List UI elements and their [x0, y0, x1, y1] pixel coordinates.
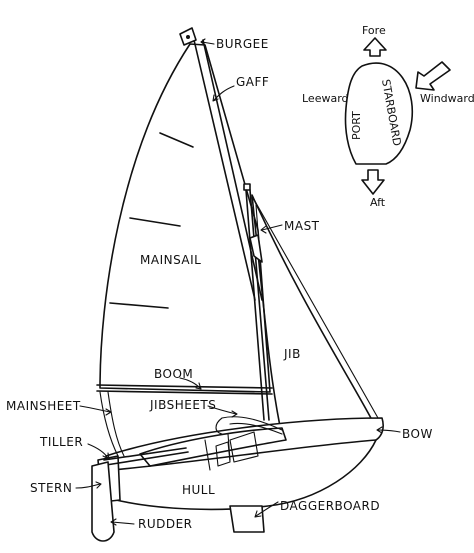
- label-burgee: BURGEE: [216, 37, 269, 51]
- label-mast: MAST: [284, 219, 320, 233]
- gaff-spar: [193, 39, 263, 301]
- mainsail-shape: [99, 43, 271, 393]
- label-jib: JIB: [283, 347, 301, 361]
- label-boom: BOOM: [154, 367, 193, 381]
- label-hull: HULL: [182, 483, 215, 497]
- label-aft: Aft: [370, 196, 386, 209]
- label-daggerboard: DAGGERBOARD: [280, 499, 380, 513]
- rudder-blade: [91, 461, 115, 542]
- label-gaff: GAFF: [236, 75, 269, 89]
- label-mainsail: MAINSAIL: [140, 253, 201, 267]
- label-leeward: Leeward: [302, 92, 349, 105]
- label-jibsheets: JIBSHEETS: [149, 398, 216, 412]
- mainsheet-rope: [99, 391, 125, 457]
- label-windward: Windward: [420, 92, 474, 105]
- label-port: PORT: [350, 111, 363, 140]
- label-rudder: RUDDER: [138, 517, 193, 531]
- boom-spar: [96, 384, 273, 395]
- burgee-flag: [179, 27, 197, 46]
- hull-body: [97, 417, 384, 511]
- label-tiller: TILLER: [39, 435, 83, 449]
- label-mainsheet: MAINSHEET: [6, 399, 81, 413]
- mast-spar: [243, 183, 270, 421]
- label-fore: Fore: [362, 24, 386, 37]
- label-leaders: [75, 38, 401, 526]
- orientation-diagram: [344, 37, 451, 195]
- daggerboard-blade: [229, 505, 265, 533]
- jibsheets-rope: [215, 416, 283, 435]
- tiller-arm: [103, 447, 189, 466]
- label-bow: BOW: [402, 427, 433, 441]
- label-stern: STERN: [30, 481, 72, 495]
- label-starboard: STARBOARD: [379, 78, 404, 147]
